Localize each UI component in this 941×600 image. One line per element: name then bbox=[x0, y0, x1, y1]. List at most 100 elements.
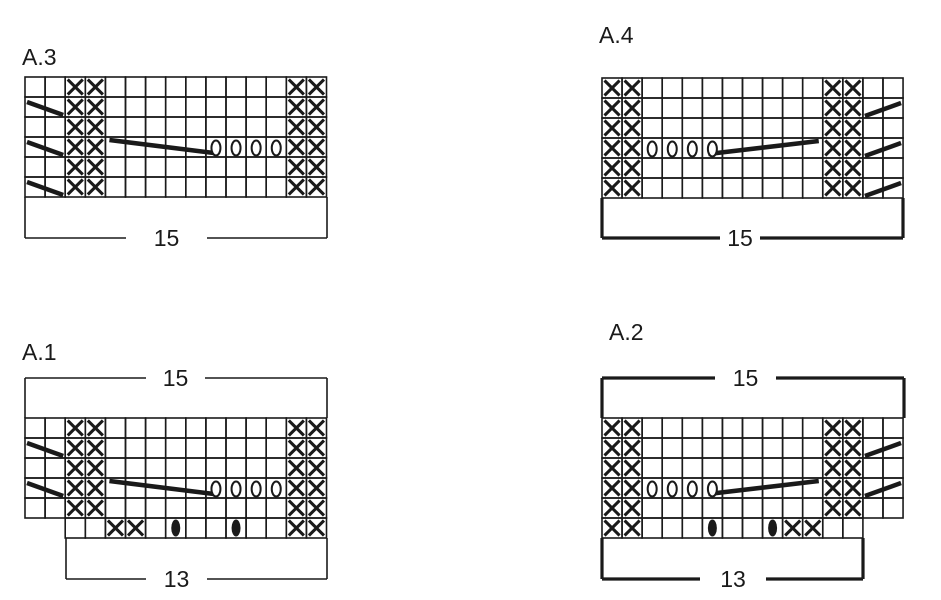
stitch-count-bracket-bottom bbox=[600, 198, 905, 240]
grid-cell bbox=[104, 96, 127, 118]
x-symbol bbox=[844, 499, 862, 517]
x-symbol bbox=[623, 119, 641, 137]
x-symbol bbox=[307, 78, 326, 96]
slash-symbol bbox=[26, 99, 64, 118]
grid-cell bbox=[701, 437, 724, 459]
grid-cell bbox=[862, 457, 884, 479]
grid-cell bbox=[205, 417, 227, 439]
grid-cell bbox=[741, 97, 764, 119]
grid-cell bbox=[24, 76, 46, 98]
grid-cell bbox=[661, 417, 684, 439]
grid-cell bbox=[741, 177, 764, 199]
yarn-over-symbol bbox=[250, 139, 262, 157]
x-symbol bbox=[287, 519, 305, 537]
grid-cell bbox=[721, 177, 744, 199]
x-symbol bbox=[824, 139, 842, 157]
grid-cell bbox=[24, 116, 46, 138]
grid-cell bbox=[104, 417, 127, 439]
chart-a3: 15 bbox=[24, 76, 328, 251]
x-symbol bbox=[86, 459, 104, 477]
x-symbol bbox=[844, 419, 862, 437]
grid-cell bbox=[185, 76, 207, 98]
x-symbol bbox=[66, 138, 84, 156]
grid-cell bbox=[681, 177, 704, 199]
grid-cell bbox=[185, 477, 207, 499]
x-symbol bbox=[603, 479, 621, 497]
grid-cell bbox=[661, 517, 684, 539]
x-symbol bbox=[287, 499, 305, 517]
x-symbol bbox=[623, 519, 641, 537]
stitch-count-bracket-bottom-label: 13 bbox=[720, 566, 746, 592]
slash-symbol bbox=[26, 440, 64, 459]
grid-cell bbox=[721, 497, 744, 519]
filled-stitch-symbol bbox=[231, 519, 241, 537]
grid-cell bbox=[104, 116, 127, 138]
grid-cell bbox=[681, 117, 704, 139]
filled-stitch-symbol bbox=[171, 519, 181, 537]
grid-cell bbox=[701, 97, 724, 119]
grid-cell bbox=[185, 497, 207, 519]
x-symbol bbox=[287, 178, 305, 196]
grid-cell bbox=[265, 156, 288, 178]
grid-cell bbox=[265, 417, 288, 439]
x-symbol bbox=[287, 419, 305, 437]
grid-cell bbox=[144, 176, 167, 198]
grid-cell bbox=[265, 437, 288, 459]
grid-cell bbox=[781, 177, 804, 199]
grid-cell bbox=[721, 417, 744, 439]
x-symbol bbox=[603, 459, 621, 477]
grid-cell bbox=[225, 96, 247, 118]
grid-cell bbox=[882, 497, 904, 519]
slash-symbol bbox=[864, 480, 902, 499]
grid-cell bbox=[84, 517, 107, 539]
slash-symbol bbox=[864, 180, 902, 199]
grid-cell bbox=[124, 116, 147, 138]
grid-cell bbox=[862, 77, 884, 99]
grid-cell bbox=[761, 497, 784, 519]
grid-cell bbox=[44, 497, 66, 519]
grid-cell bbox=[801, 77, 824, 99]
chart-title-a3: A.3 bbox=[22, 44, 57, 70]
grid-cell bbox=[781, 117, 804, 139]
x-symbol bbox=[623, 79, 641, 97]
yarn-over-symbol bbox=[706, 480, 718, 498]
grid-cell bbox=[701, 157, 724, 179]
x-symbol bbox=[86, 118, 104, 136]
grid-cell bbox=[185, 176, 207, 198]
yarn-over-symbol bbox=[686, 140, 698, 158]
grid-cell bbox=[164, 497, 187, 519]
x-symbol bbox=[287, 479, 305, 497]
x-symbol bbox=[824, 439, 842, 457]
grid-cell bbox=[245, 116, 268, 138]
yarn-over-symbol bbox=[686, 480, 698, 498]
long-decrease-line bbox=[708, 478, 820, 497]
x-symbol bbox=[126, 519, 145, 537]
grid-cell bbox=[164, 116, 187, 138]
x-symbol bbox=[623, 419, 641, 437]
filled-stitch-symbol bbox=[707, 519, 717, 537]
grid-cell bbox=[641, 97, 664, 119]
stitch-count-bracket-bottom bbox=[600, 538, 865, 581]
grid-cell bbox=[801, 97, 824, 119]
grid-cell bbox=[245, 156, 268, 178]
filled-stitch-symbol bbox=[768, 519, 778, 537]
grid-cell bbox=[185, 116, 207, 138]
grid bbox=[601, 417, 904, 539]
yarn-over-symbol bbox=[270, 480, 282, 498]
grid-cell bbox=[721, 477, 744, 499]
grid-cell bbox=[661, 117, 684, 139]
grid-cell bbox=[721, 117, 744, 139]
x-symbol bbox=[824, 159, 842, 177]
grid-cell bbox=[701, 457, 724, 479]
x-symbol bbox=[844, 139, 862, 157]
x-symbol bbox=[66, 118, 84, 136]
grid-cell bbox=[225, 417, 247, 439]
x-symbol bbox=[603, 159, 621, 177]
grid-cell bbox=[781, 437, 804, 459]
grid-cell bbox=[124, 497, 147, 519]
yarn-over-symbol bbox=[230, 139, 242, 157]
slash-symbol bbox=[864, 100, 902, 119]
grid-cell bbox=[185, 156, 207, 178]
